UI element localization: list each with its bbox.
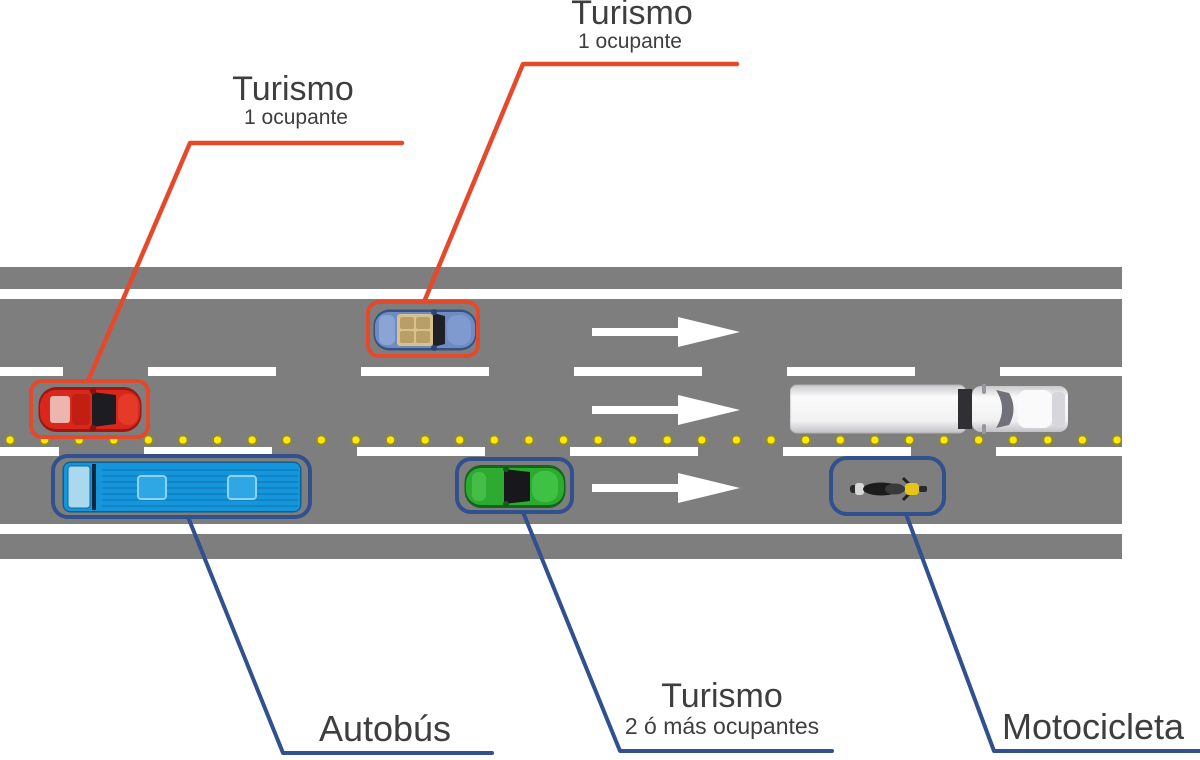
- label-turismo-top-subtitle: 1 ocupante: [578, 30, 682, 53]
- red-highlight-outline-red-car: [29, 379, 150, 439]
- red-highlight-outline-blue-car: [366, 300, 480, 358]
- direction-arrow-icon: [592, 473, 740, 503]
- white-truck-icon: [789, 383, 1072, 435]
- road-edge-line-bottom: [0, 524, 1122, 534]
- road-edge-line-top: [0, 289, 1122, 299]
- green-car-icon: [464, 464, 566, 509]
- label-turismo-hov-title: Turismo: [661, 677, 783, 715]
- label-turismo-left-subtitle: 1 ocupante: [244, 106, 348, 129]
- blue-highlight-outline-bus: [51, 454, 312, 519]
- motorcycle-icon: [848, 476, 928, 502]
- label-turismo-top-title: Turismo: [571, 0, 693, 32]
- label-autobus: Autobús: [318, 708, 452, 749]
- label-turismo-left-title: Turismo: [232, 70, 354, 108]
- lane-divider-dashed-2: [0, 447, 1122, 456]
- red-car-icon: [38, 386, 142, 433]
- label-turismo-hov-subtitle: 2 ó más ocupantes: [624, 713, 820, 739]
- hov-lane-yellow-dots: [0, 433, 1122, 447]
- blue-highlight-outline-green-car: [455, 457, 574, 514]
- lane-divider-dashed-1: [0, 367, 1122, 376]
- blue-highlight-outline-motorcycle: [829, 456, 946, 516]
- direction-arrow-icon: [592, 395, 740, 425]
- blue-bus-icon: [62, 461, 302, 513]
- label-motocicleta: Motocicleta: [1001, 706, 1185, 747]
- direction-arrow-icon: [592, 317, 740, 347]
